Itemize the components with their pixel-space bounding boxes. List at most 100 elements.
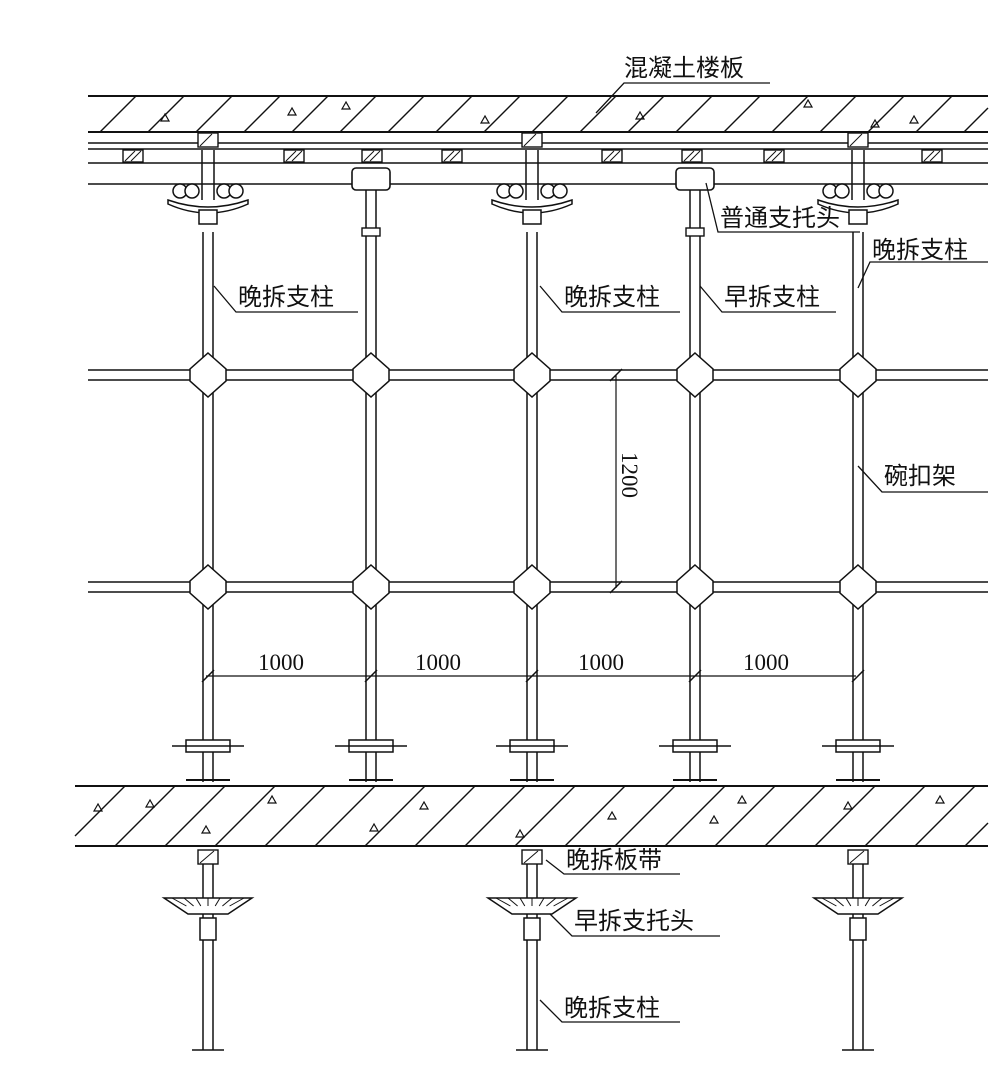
label-normal-head: 普通支托头: [720, 204, 840, 232]
plate-rib: [171, 897, 187, 907]
joist-hatch: [443, 150, 455, 162]
label-late-post-right: 晚拆支柱: [872, 236, 968, 264]
joist: [361, 149, 383, 163]
hatch-line: [915, 95, 953, 133]
top-slab-hatch: [99, 95, 989, 133]
dimension-1200: 1200: [617, 452, 642, 498]
plate-rib: [507, 897, 518, 907]
hatch-line: [814, 785, 876, 847]
joist: [681, 149, 703, 163]
head-plate: [167, 198, 249, 214]
hatch-line: [264, 785, 326, 847]
joist-hatch: [771, 150, 783, 162]
hatch-line: [664, 785, 726, 847]
dimension-bay-4: 1000: [743, 650, 789, 675]
joist-hatch: [929, 150, 941, 162]
late-strip-hatch: [849, 850, 865, 864]
early-head-screw: [523, 917, 541, 941]
aggregate-mark: [606, 810, 618, 820]
hatch-line: [867, 95, 905, 133]
label-early-head: 早拆支托头: [574, 907, 694, 935]
hatch-line: [435, 95, 473, 133]
plate-rib: [872, 897, 883, 907]
hatch-line: [771, 95, 809, 133]
hatch-line: [364, 785, 426, 847]
lower-post: [161, 849, 255, 1051]
joist-hatch: [124, 150, 136, 162]
hatch-line: [714, 785, 776, 847]
hatch-line: [99, 95, 137, 133]
hatch-line: [819, 95, 857, 133]
hatch-line: [963, 107, 989, 133]
plate-rib: [845, 897, 852, 907]
late-removal-post: [817, 132, 899, 782]
hatch-line: [914, 785, 976, 847]
aggregate-mark: [340, 100, 352, 110]
aggregate-mark: [842, 800, 854, 810]
dimension-bay-3: 1000: [578, 650, 624, 675]
joist-hatch: [689, 150, 701, 162]
lower-post: [485, 849, 579, 1051]
joist: [283, 149, 305, 163]
bowl-coupler: [676, 563, 714, 611]
hatch-line: [387, 95, 425, 133]
joist-hatch: [603, 150, 615, 162]
late-strip-hatch: [523, 850, 539, 864]
joist-hatch: [923, 150, 935, 162]
normal-head: [351, 167, 391, 191]
steel-tube: [184, 183, 200, 199]
bowl-coupler: [513, 351, 551, 399]
head-nut: [522, 209, 542, 225]
lower-floor-posts: [161, 849, 905, 1051]
head-plate: [817, 198, 899, 214]
top-slab-aggregate: [159, 98, 920, 128]
aggregate-mark: [286, 106, 298, 116]
plate-rib: [879, 897, 895, 907]
aggregate-mark: [802, 98, 814, 108]
dimension-bay-2: 1000: [415, 650, 461, 675]
joist-hatch: [449, 150, 461, 162]
early-removal-post: [659, 167, 731, 782]
normal-head: [675, 167, 715, 191]
joist-hatch: [765, 150, 777, 162]
bowl-coupler: [352, 351, 390, 399]
hatch-line: [164, 785, 226, 847]
aggregate-mark: [514, 828, 526, 838]
aggregate-mark: [92, 802, 104, 812]
annotations: 混凝土楼板 普通支托头 晚拆支柱 晚拆支柱 晚拆支柱 早拆支柱 碗扣架 晚拆板带…: [213, 54, 988, 1023]
label-late-strip: 晚拆板带: [566, 846, 662, 874]
label-late-post-bottom: 晚拆支柱: [564, 994, 660, 1022]
early-head-screw: [199, 917, 217, 941]
lower-post: [811, 849, 905, 1051]
plate-rib: [183, 897, 194, 907]
timber-joists: [122, 149, 943, 163]
bottom-concrete-slab: [74, 785, 989, 847]
dimension-tick: [688, 669, 702, 683]
joist-hatch: [369, 150, 381, 162]
hatch-line: [764, 785, 826, 847]
hatch-line: [291, 95, 329, 133]
bottom-slab-hatch: [74, 785, 989, 847]
aggregate-mark: [266, 794, 278, 804]
dimension-tick: [525, 669, 539, 683]
late-strip-hatch: [199, 850, 215, 864]
plate-rib: [864, 897, 871, 907]
head-collar: [685, 227, 705, 237]
dimension-tick: [201, 669, 215, 683]
head-nut: [198, 209, 218, 225]
dimension-vertical: 1200: [609, 368, 642, 594]
joist-hatch: [291, 150, 303, 162]
joist-hatch: [609, 150, 621, 162]
aggregate-mark: [418, 800, 430, 810]
bottom-slab-aggregate: [92, 794, 946, 838]
hatch-line: [614, 785, 676, 847]
bowl-coupler: [839, 563, 877, 611]
plate-rib: [495, 897, 511, 907]
bowl-coupler: [352, 563, 390, 611]
plate-rib: [229, 897, 245, 907]
aggregate-mark: [708, 814, 720, 824]
hatch-line: [339, 95, 377, 133]
dimension-horizontal: 1000 1000 1000 1000: [201, 650, 865, 683]
joist: [763, 149, 785, 163]
dimension-tick: [364, 669, 378, 683]
